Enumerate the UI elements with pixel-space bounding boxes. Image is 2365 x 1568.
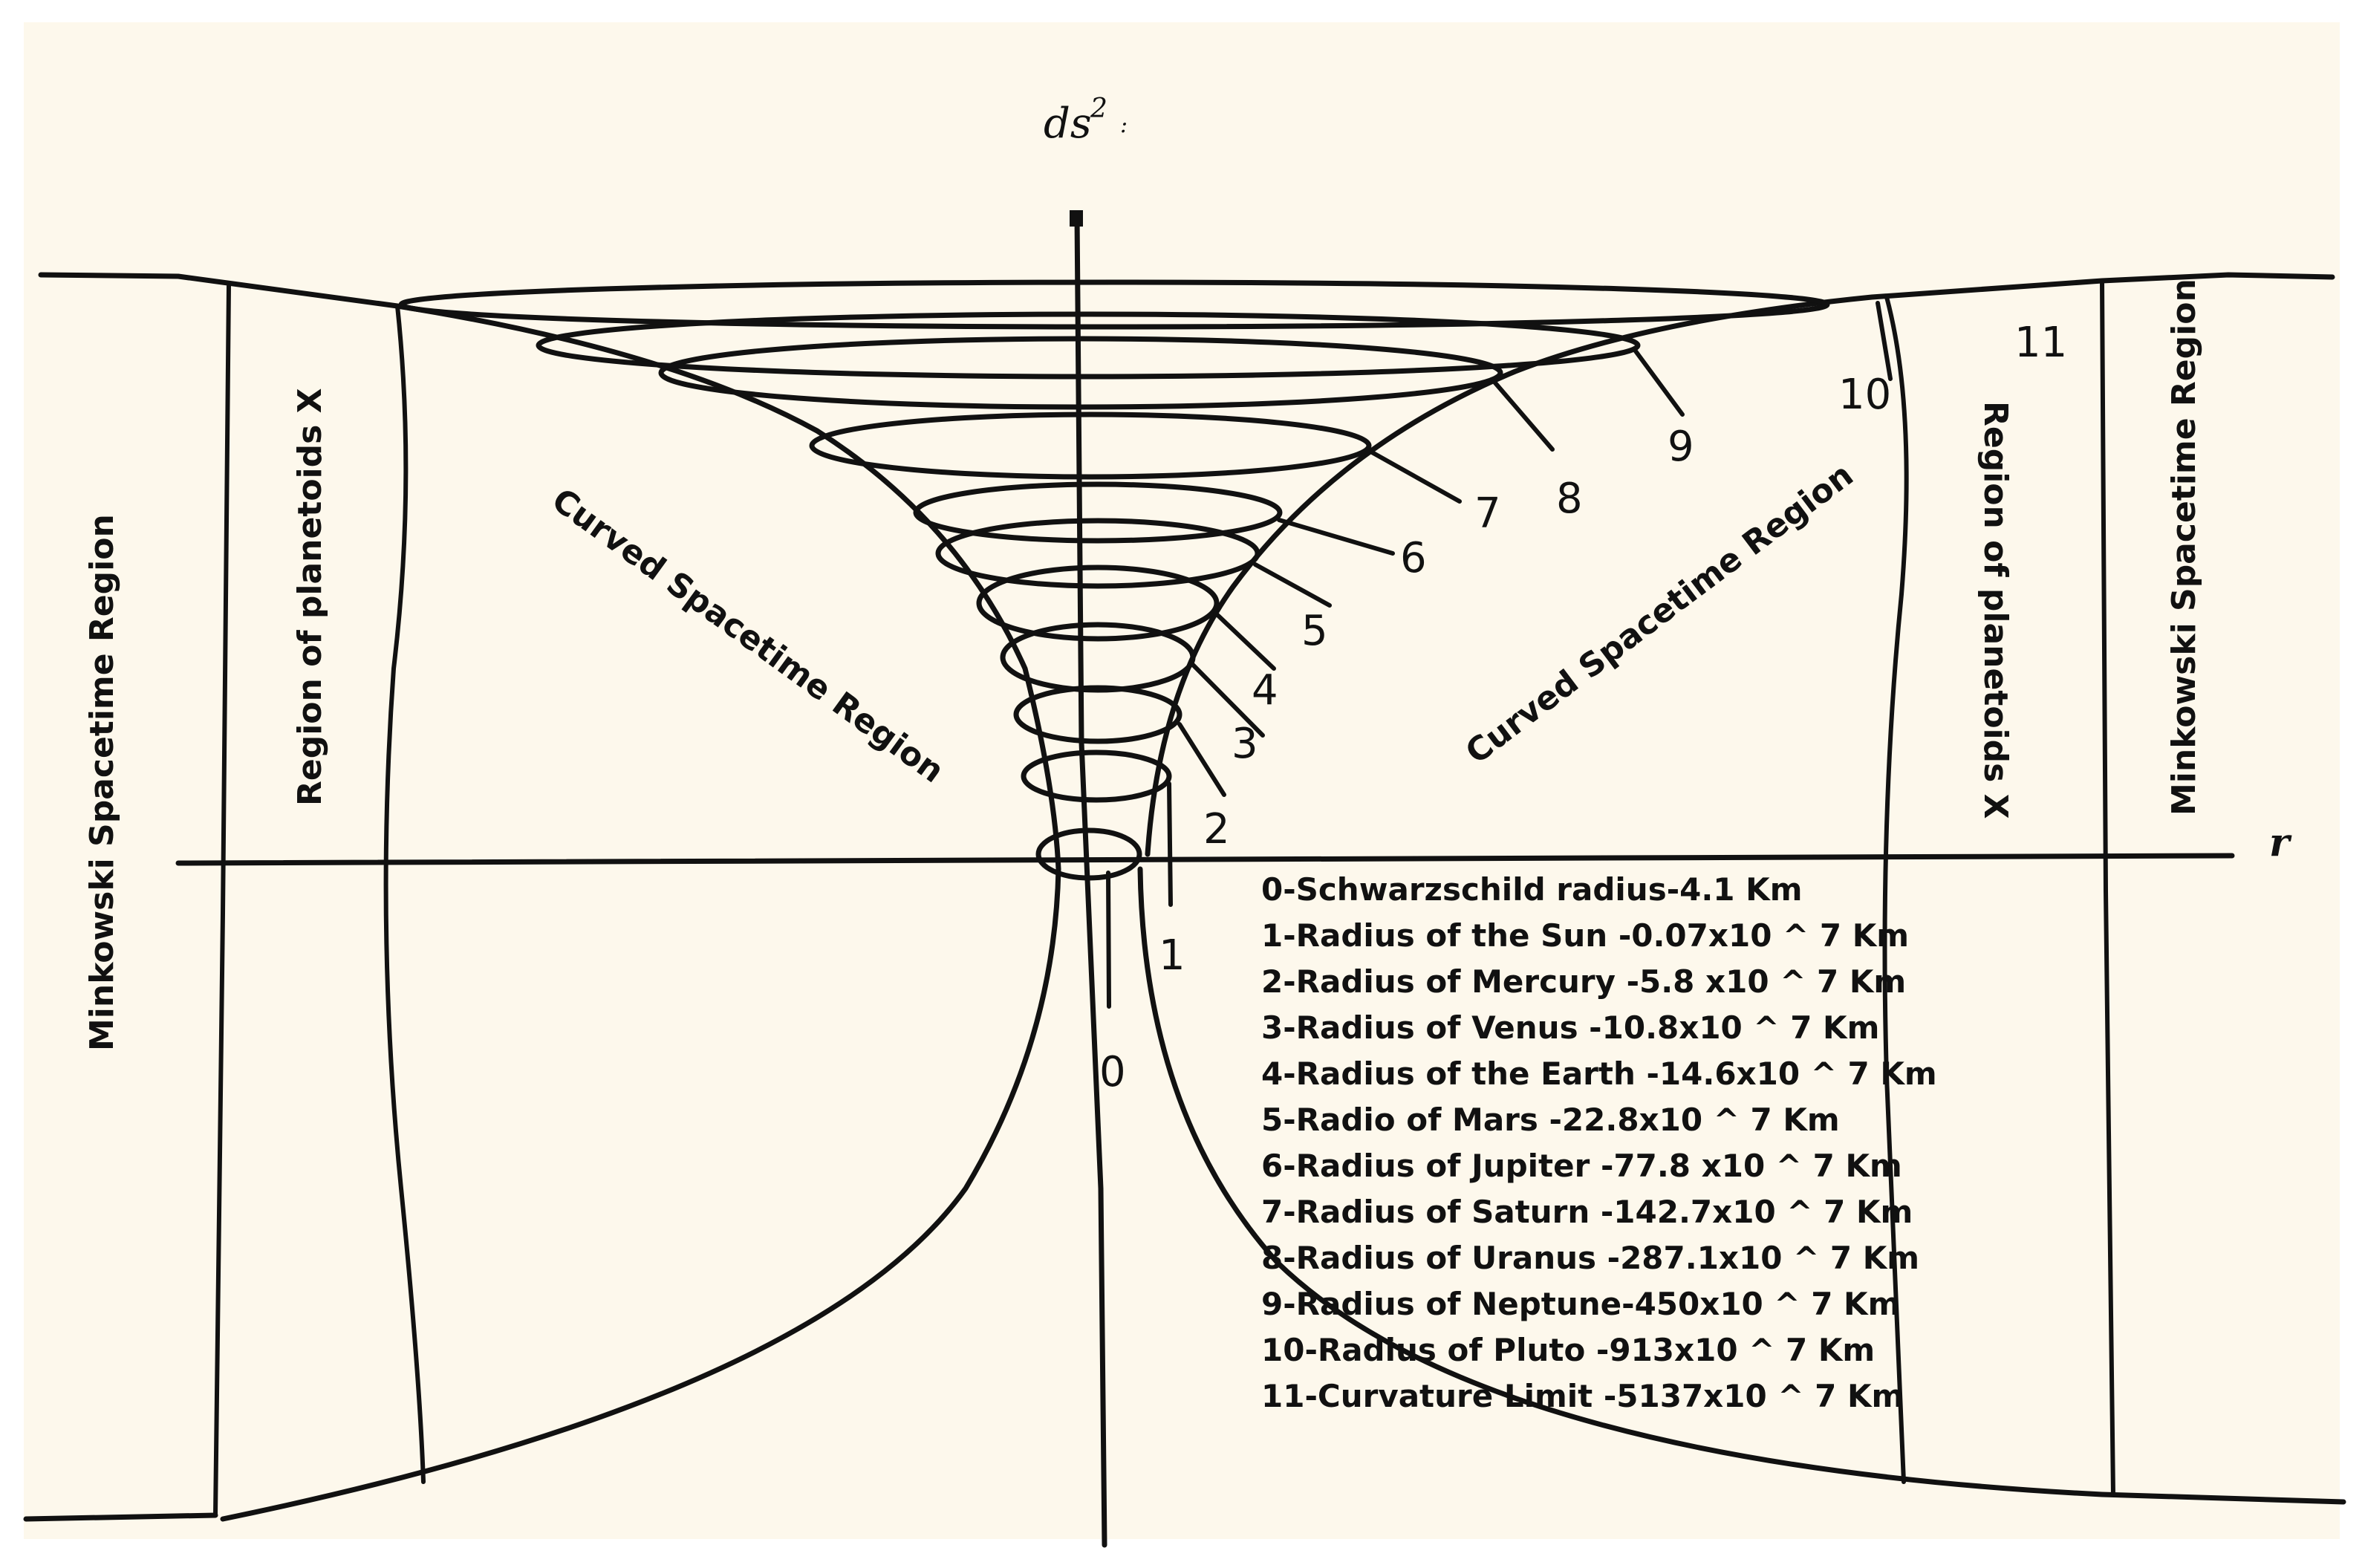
funnel-lower-right: [1137, 866, 2346, 1505]
leader-2: [1177, 722, 1226, 797]
legend-item-0: 0-Schwarzschild radius-4.1 Km: [1261, 871, 1802, 908]
orbit-ring-0: [1035, 827, 1142, 881]
orbit-number-10: 10: [1838, 371, 1891, 419]
legend-item-2: 2-Radius of Mercury -5.8 x10 ^ 7 Km: [1261, 963, 1906, 1000]
orbit-ring-8: [658, 336, 1503, 410]
orbit-number-8: 8: [1556, 475, 1583, 523]
region-planetoids-right: Region of planetoids X: [1977, 401, 2014, 819]
orbit-ring-3: [1000, 622, 1196, 693]
top-sheet-left-edge: [38, 272, 1061, 872]
leader-4: [1213, 611, 1276, 671]
orbit-ring-4: [976, 565, 1220, 642]
orbit-leader-lines: [1106, 301, 1893, 1009]
leader-9: [1632, 347, 1685, 417]
orbit-number-0: 0: [1099, 1048, 1126, 1096]
legend-item-1: 1-Radius of the Sun -0.07x10 ^ 7 Km: [1261, 917, 1909, 954]
r-axis-label: r: [2269, 820, 2292, 865]
orbit-number-11: 11: [2014, 319, 2067, 367]
legend-item-8: 8-Radius of Uranus -287.1x10 ^ 7 Km: [1261, 1240, 1919, 1276]
orbit-numbers: 0 1 2 3 4 5 6 7 8 9 10 11: [1099, 319, 2067, 1096]
region-dividers: [213, 279, 2115, 1517]
orbit-rings: [398, 279, 1830, 881]
legend-item-4: 4-Radius of the Earth -14.6x10 ^ 7 Km: [1261, 1055, 1937, 1092]
ds2-axis-suffix: :: [1120, 112, 1128, 138]
leader-7: [1364, 447, 1462, 504]
orbit-ring-5: [935, 518, 1260, 589]
leader-0: [1106, 871, 1111, 1009]
legend-item-7: 7-Radius of Saturn -142.7x10 ^ 7 Km: [1261, 1194, 1913, 1230]
divider-planetoids-left: [383, 304, 426, 1484]
orbit-number-3: 3: [1232, 720, 1258, 768]
ds2-axis-label: ds: [1044, 100, 1092, 148]
legend-item-10: 10-Radius of Pluto -913x10 ^ 7 Km: [1261, 1332, 1875, 1368]
divider-planetoids-right: [1882, 295, 1909, 1484]
legend-item-9: 9-Radius of Neptune-450x10 ^ 7 Km: [1261, 1286, 1900, 1322]
legend-item-11: 11-Curvature Limit -5137x10 ^ 7 Km: [1261, 1378, 1904, 1414]
region-minkowski-left: Minkowski Spacetime Region: [83, 514, 121, 1051]
divider-minkowski-right: [2100, 279, 2115, 1497]
orbit-number-7: 7: [1474, 489, 1501, 538]
legend-item-3: 3-Radius of Venus -10.8x10 ^ 7 Km: [1261, 1009, 1879, 1046]
leader-6: [1277, 518, 1395, 556]
divider-minkowski-left: [213, 284, 231, 1517]
orbit-number-4: 4: [1252, 666, 1278, 715]
orbit-number-9: 9: [1668, 423, 1694, 471]
region-planetoids-left: Region of planetoids X: [291, 388, 329, 806]
orbit-ring-6: [913, 481, 1283, 544]
orbit-ring-1: [1021, 749, 1172, 803]
ds2-axis-tip: [1070, 210, 1083, 227]
leader-5: [1253, 562, 1332, 608]
legend-item-5: 5-Radio of Mars -22.8x10 ^ 7 Km: [1261, 1102, 1840, 1138]
orbit-number-1: 1: [1159, 931, 1185, 980]
orbit-ring-7: [809, 411, 1372, 480]
leader-3: [1191, 663, 1265, 738]
ds2-axis-exponent: 2: [1090, 94, 1107, 124]
orbit-number-6: 6: [1400, 534, 1427, 582]
orbit-ring-10: [398, 279, 1830, 330]
r-axis: [175, 853, 2235, 866]
region-minkowski-right: Minkowski Spacetime Region: [2165, 279, 2203, 816]
leader-8: [1491, 378, 1555, 452]
legend: 0-Schwarzschild radius-4.1 Km 1-Radius o…: [1261, 871, 1937, 1414]
orbit-number-2: 2: [1203, 805, 1230, 853]
legend-item-6: 6-Radius of Jupiter -77.8 x10 ^ 7 Km: [1261, 1148, 1902, 1184]
orbit-ring-9: [536, 311, 1641, 380]
bottom-sheet-left-edge: [23, 1512, 218, 1522]
leader-10: [1876, 301, 1893, 381]
funnel-lower-left: [220, 866, 1061, 1522]
leader-1: [1167, 781, 1173, 907]
orbit-number-5: 5: [1301, 607, 1328, 655]
